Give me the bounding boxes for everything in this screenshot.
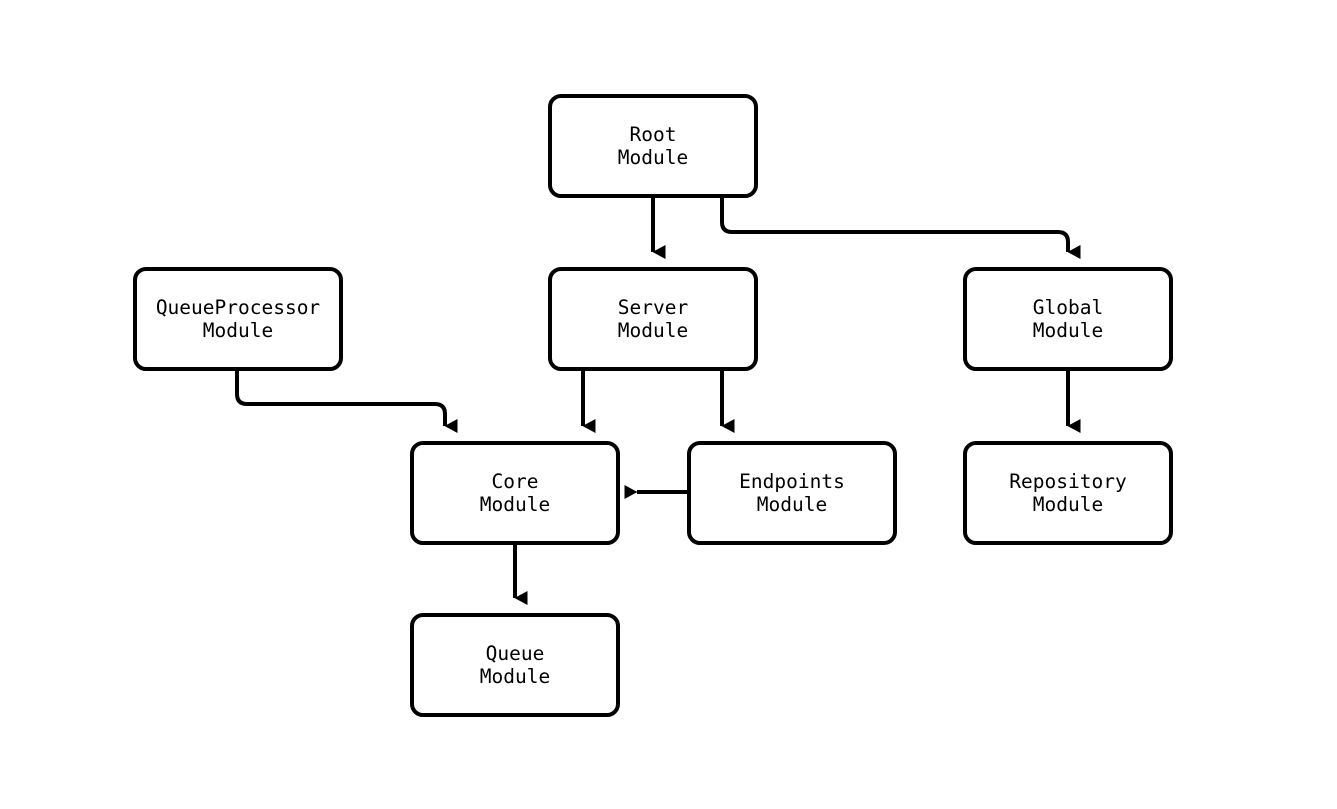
node-endpoints-module[interactable]: Endpoints Module — [687, 441, 897, 545]
node-global-module[interactable]: Global Module — [963, 267, 1173, 371]
node-label-line2: Module — [617, 146, 689, 169]
node-label-line2: Module — [1032, 493, 1104, 516]
node-label-line2: Module — [756, 493, 828, 516]
edge-queueprocessor-to-core — [235, 371, 458, 433]
node-label-line1: Server — [617, 296, 689, 319]
node-label-line1: Repository — [1009, 470, 1127, 493]
node-repository-module[interactable]: Repository Module — [963, 441, 1173, 545]
node-server-module[interactable]: Server Module — [548, 267, 758, 371]
edge-root-to-global — [720, 198, 1081, 259]
node-label-line2: Module — [479, 665, 551, 688]
node-label-line1: Global — [1032, 296, 1104, 319]
node-label-line2: Module — [202, 319, 274, 342]
node-queue-module[interactable]: Queue Module — [410, 613, 620, 717]
node-label-line1: Root — [629, 123, 677, 146]
node-root-module[interactable]: Root Module — [548, 94, 758, 198]
node-core-module[interactable]: Core Module — [410, 441, 620, 545]
node-label-line1: Queue — [485, 642, 545, 665]
node-label-line2: Module — [617, 319, 689, 342]
node-label-line1: QueueProcessor — [155, 296, 321, 319]
node-label-line2: Module — [1032, 319, 1104, 342]
node-queueprocessor-module[interactable]: QueueProcessor Module — [133, 267, 343, 371]
node-label-line1: Endpoints — [739, 470, 845, 493]
node-label-line2: Module — [479, 493, 551, 516]
node-label-line1: Core — [491, 470, 539, 493]
